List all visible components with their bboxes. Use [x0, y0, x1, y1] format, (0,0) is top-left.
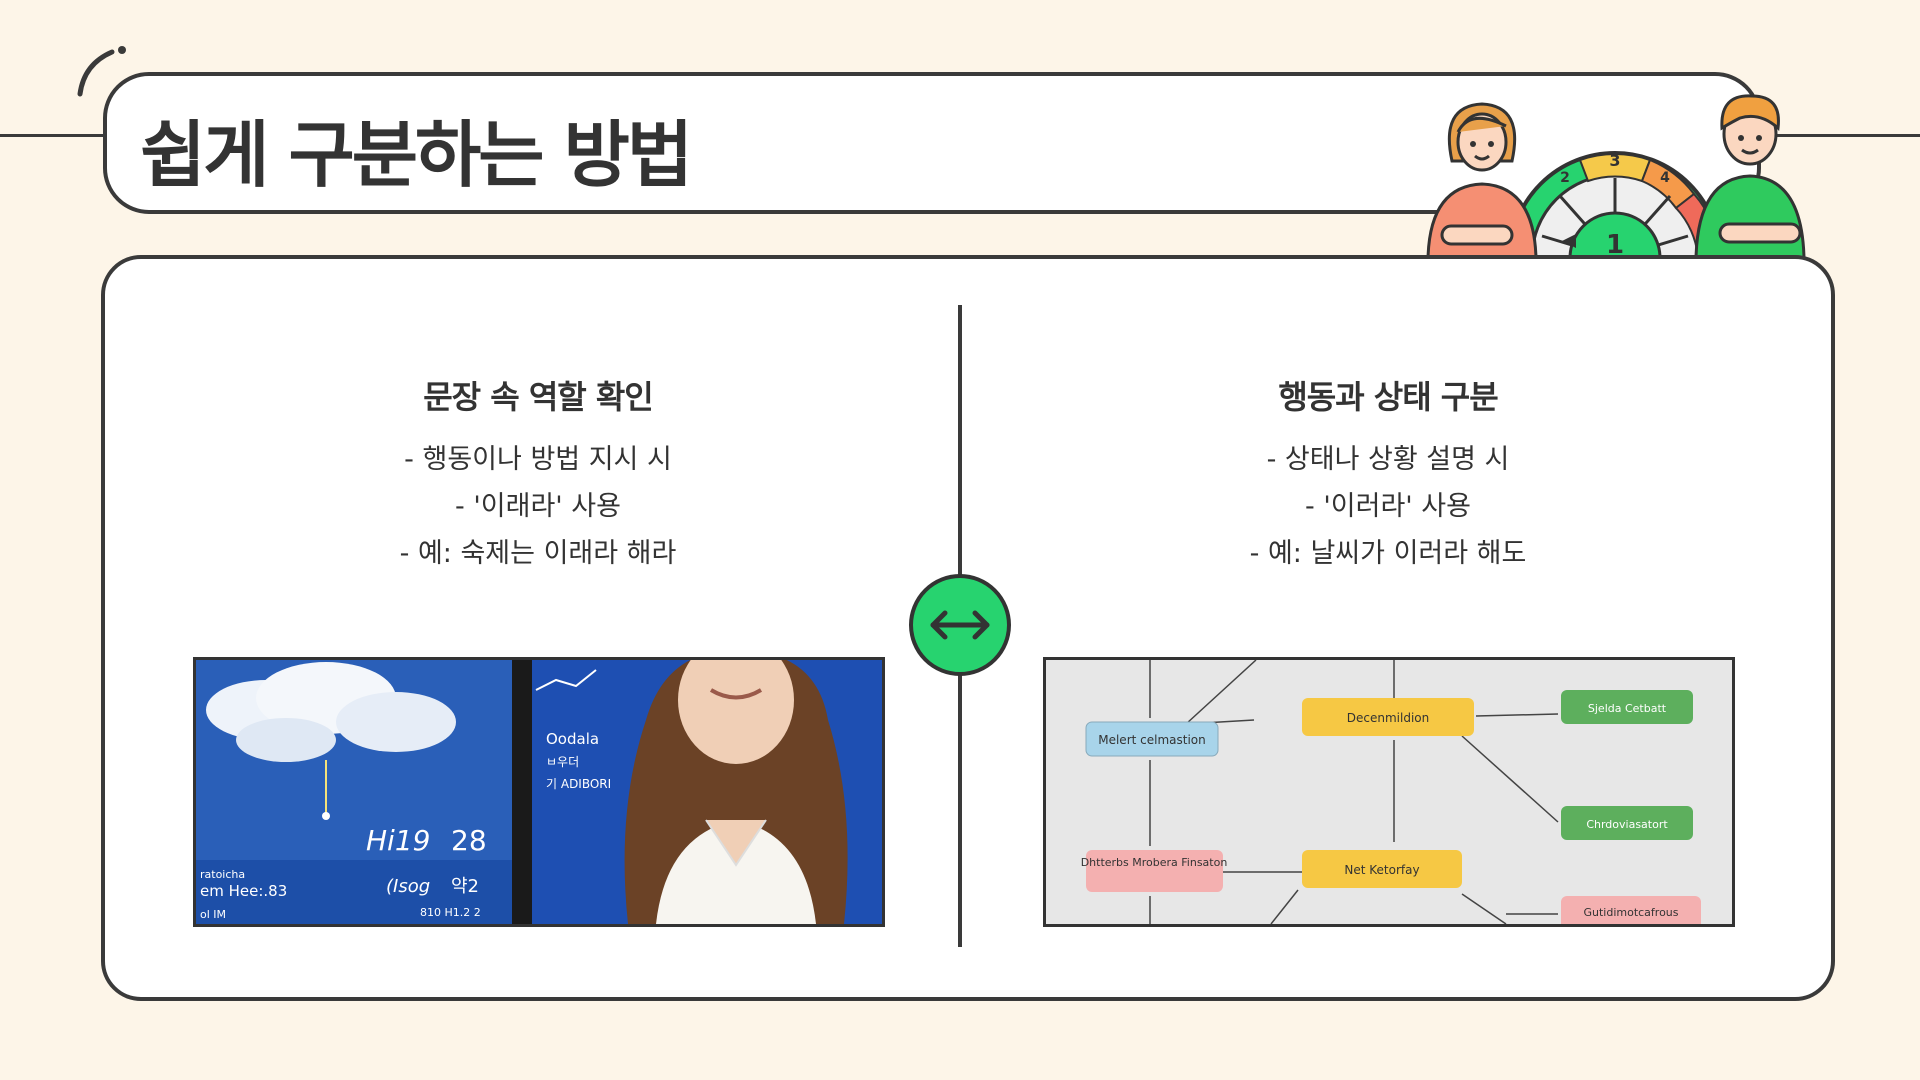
left-line: - '이래라' 사용 [455, 491, 621, 522]
right-line: - 상태나 상황 설명 시 [1266, 444, 1510, 475]
deco-arc-icon [77, 46, 126, 97]
svg-text:Decenmildion: Decenmildion [1347, 711, 1429, 725]
svg-text:810 H1.2 2: 810 H1.2 2 [420, 906, 481, 919]
left-heading: 문장 속 역할 확인 [423, 378, 654, 416]
svg-text:ㅂ우더: ㅂ우더 [546, 755, 579, 769]
right-line: - '이러라' 사용 [1305, 491, 1471, 522]
svg-text:Net Ketorfay: Net Ketorfay [1344, 863, 1419, 877]
svg-text:28: 28 [451, 824, 487, 857]
flowchart-photo: Melert celmastion Decenmildion Sjelda Ce… [1043, 657, 1735, 927]
left-line: - 예: 숙제는 이래라 해라 [399, 538, 677, 569]
svg-text:Melert celmastion: Melert celmastion [1098, 733, 1206, 747]
right-column: 행동과 상태 구분 - 상태나 상황 설명 시 - '이러라' 사용 - 예: … [1108, 372, 1668, 577]
svg-text:ratoicha: ratoicha [200, 868, 245, 881]
woman-character-icon [1426, 102, 1538, 260]
left-column: 문장 속 역할 확인 - 행동이나 방법 지시 시 - '이래라' 사용 - 예… [258, 372, 818, 577]
svg-text:Hi19: Hi19 [366, 824, 430, 857]
svg-text:1: 1 [1606, 230, 1624, 260]
svg-text:ol IM: ol IM [200, 908, 226, 921]
svg-text:기 ADIBORI: 기 ADIBORI [546, 777, 611, 791]
svg-text:(Isog: (Isog [386, 876, 430, 897]
left-right-arrow-icon [930, 610, 990, 640]
left-line: - 행동이나 방법 지시 시 [404, 444, 672, 475]
svg-text:3: 3 [1609, 151, 1620, 170]
svg-text:em Hee:.83: em Hee:.83 [200, 882, 287, 900]
svg-text:Oodala: Oodala [546, 730, 599, 748]
page-title: 쉽게 구분하는 방법 [140, 113, 693, 197]
right-line: - 예: 날씨가 이러라 해도 [1249, 538, 1527, 569]
wheel-icon: 1 2 3 4 5 1 [1507, 151, 1723, 260]
right-heading: 행동과 상태 구분 [1278, 378, 1498, 416]
svg-text:Gutidimotcafrous: Gutidimotcafrous [1583, 906, 1678, 919]
characters-wheel-illustration: 1 2 3 4 5 1 [1426, 94, 1806, 260]
svg-text:Dhtterbs Mrobera Finsaton: Dhtterbs Mrobera Finsaton [1081, 856, 1228, 869]
title-rule-right [1748, 134, 1920, 137]
swap-button [909, 574, 1011, 676]
svg-text:4: 4 [1660, 170, 1670, 186]
svg-text:Chrdoviasatort: Chrdoviasatort [1586, 818, 1668, 831]
svg-text:2: 2 [1560, 170, 1570, 186]
man-character-icon [1694, 94, 1806, 260]
svg-text:Sjelda Cetbatt: Sjelda Cetbatt [1588, 702, 1667, 715]
title-rule-left [0, 134, 110, 137]
svg-text:약2: 약2 [451, 876, 479, 897]
weather-forecast-photo: Hi19 28 ratoicha em Hee:.83 ol IM (Isog … [193, 657, 885, 927]
